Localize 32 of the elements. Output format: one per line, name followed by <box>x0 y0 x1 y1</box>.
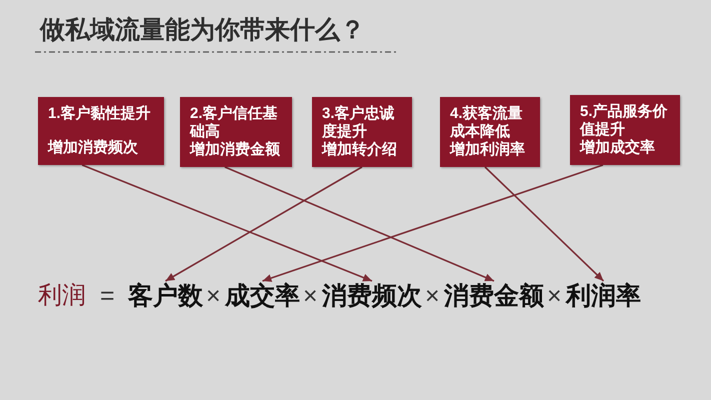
card-text: 增加消费金额 <box>190 141 281 159</box>
connector-arrow <box>224 166 494 282</box>
formula-term: 消费频次 <box>322 281 422 311</box>
connector-arrow <box>165 166 362 282</box>
card-text: 增加消费频次 <box>48 139 139 157</box>
multiply-sign: × <box>547 281 562 311</box>
info-card <box>312 97 412 167</box>
formula-term: 客户数 <box>128 281 203 311</box>
formula-term: 成交率 <box>225 281 300 311</box>
title: 做私域流量能为你带来什么？ <box>40 14 365 46</box>
card-text: 增加转介绍 <box>322 141 398 159</box>
card-heading: 3.客户忠诚度提升 <box>322 105 396 141</box>
card-text: 增加成交率 <box>580 139 656 157</box>
info-card <box>570 95 680 165</box>
formula-text: 利润 <box>38 281 86 311</box>
connector-arrow <box>82 164 372 282</box>
info-card <box>440 97 540 167</box>
card-heading: 4.获客流量成本降低 <box>450 105 524 141</box>
multiply-sign: × <box>425 281 440 311</box>
connector-arrow <box>484 166 604 282</box>
info-card <box>38 97 164 165</box>
connector-arrow <box>262 164 604 282</box>
formula-term: 利润率 <box>566 281 641 311</box>
card-text: 增加利润率 <box>450 141 526 159</box>
equals-sign: = <box>100 281 115 311</box>
card-heading: 2.客户信任基础高 <box>190 105 279 141</box>
multiply-sign: × <box>206 281 221 311</box>
multiply-sign: × <box>303 281 318 311</box>
formula-term: 消费金额 <box>444 281 544 311</box>
card-heading: 1.客户黏性提升 <box>48 105 152 123</box>
info-card <box>180 97 292 167</box>
card-heading: 5.产品服务价值提升 <box>580 103 669 139</box>
